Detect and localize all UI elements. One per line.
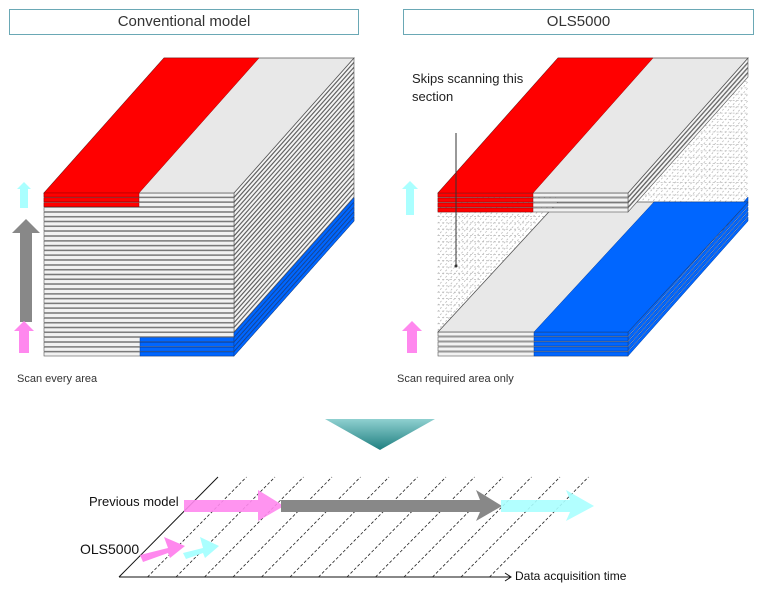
right-red-front-3: [437, 192, 534, 198]
right-blue-front-4: [533, 331, 629, 337]
right-skipped-layer-2: [437, 181, 749, 318]
left-blue-side-4: [233, 197, 355, 338]
right-blue-front-0: [533, 351, 629, 357]
left-layer-front-14: [43, 284, 235, 289]
left-red-front-0: [43, 192, 140, 198]
timeline-dash-5: [261, 476, 361, 578]
right-blue-front-2: [533, 341, 629, 347]
ols5000-layer-stack: [437, 57, 749, 357]
right-skipped-layer-0: [437, 194, 749, 331]
timeline-axis-arrowhead: [504, 572, 512, 582]
conventional-model-title: Conventional model: [9, 9, 359, 35]
prev-cyan-arrow: [501, 490, 594, 521]
down-chevron-arrow: [325, 419, 435, 450]
left-layer-front-22: [43, 245, 235, 251]
left-gray-up-arrow: [12, 219, 40, 322]
timeline-dash-9: [375, 476, 475, 578]
timeline-diagonal-edge: [118, 476, 219, 578]
right-blue-front-1: [533, 346, 629, 352]
conventional-layer-stack: [43, 57, 355, 357]
timeline-dash-4: [232, 476, 333, 578]
left-layer-front-29: [43, 211, 235, 217]
left-pink-up-arrow: [14, 321, 34, 353]
left-layer-front-28: [43, 216, 235, 222]
left-cyan-up-arrow: [17, 182, 31, 208]
left-layer-front-19: [43, 260, 235, 265]
left-layer-front-12: [43, 293, 235, 299]
timeline-dash-1: [147, 476, 247, 578]
right-red-region: [437, 57, 654, 194]
left-blue-side-3: [233, 201, 355, 343]
prev-pink-arrow: [184, 490, 284, 521]
previous-model-label: Previous model: [89, 494, 179, 509]
conventional-caption: Scan every area: [17, 373, 98, 385]
right-skipped-layer-1: [437, 188, 749, 325]
right-pink-up-arrow: [402, 321, 422, 353]
right-cyan-up-arrow: [402, 181, 418, 215]
left-blue-side-0: [233, 216, 355, 357]
ols5000-timeline-label: OLS5000: [80, 541, 140, 557]
left-layer-front-18: [43, 264, 235, 270]
left-layer-front-25: [43, 231, 235, 236]
left-layer-front-26: [43, 226, 235, 232]
ols5000-title: OLS5000: [403, 9, 754, 35]
right-red-front-0: [437, 207, 534, 213]
left-layer-front-13: [43, 289, 235, 294]
left-scan-arrows: [12, 182, 40, 353]
right-blue-front-3: [533, 336, 629, 342]
skip-annotation: Skips scanning this section: [412, 71, 524, 104]
timeline-dash-6: [289, 476, 390, 578]
left-layer-front-7: [43, 317, 235, 323]
timeline-dash-10: [403, 476, 504, 578]
left-layer-front-20: [43, 255, 235, 260]
left-layer-front-8: [43, 313, 235, 318]
timeline-dash-11: [432, 476, 532, 578]
timeline-chart: [118, 476, 594, 582]
right-red-front-1: [437, 202, 534, 208]
time-axis-label: Data acquisition time: [515, 569, 627, 583]
right-red-front-2: [437, 197, 534, 203]
left-blue-front-1: [139, 346, 235, 352]
left-layer-front-16: [43, 274, 235, 280]
left-blue-front-0: [139, 351, 235, 357]
left-layer-front-5: [43, 327, 235, 333]
timeline-dash-8: [346, 476, 447, 578]
ols-pink-arrow: [140, 537, 185, 562]
left-layer-front-15: [43, 279, 235, 285]
timeline-dash-7: [318, 476, 418, 578]
prev-gray-arrow: [281, 490, 502, 521]
left-layer-front-11: [43, 298, 235, 304]
timeline-dashed-lines: [147, 476, 589, 578]
left-layer-front-23: [43, 240, 235, 246]
timeline-dash-3: [204, 476, 304, 578]
right-skipped-layer-4: [437, 169, 749, 306]
right-skipped-layer-3: [437, 175, 749, 312]
timeline-dash-13: [489, 476, 589, 578]
left-layer-front-30: [43, 207, 235, 212]
right-scan-arrows: [402, 181, 422, 353]
left-layer-front-21: [43, 250, 235, 256]
left-layer-front-10: [43, 303, 235, 309]
left-blue-front-2: [139, 342, 235, 347]
left-layer-front-24: [43, 236, 235, 241]
left-layer-front-6: [43, 322, 235, 328]
skip-pointer-dot: [454, 264, 458, 268]
left-red-front-1: [43, 197, 140, 203]
ols5000-caption: Scan required area only: [397, 373, 514, 385]
left-blue-front-3: [139, 337, 235, 342]
left-layer-front-9: [43, 308, 235, 313]
left-red-front-2: [43, 202, 140, 207]
left-layer-front-4: [43, 332, 235, 338]
left-layer-front-27: [43, 221, 235, 227]
right-blue-region: [533, 201, 749, 333]
ols-cyan-arrow: [183, 537, 219, 559]
left-blue-side-1: [233, 211, 355, 352]
left-blue-side-2: [233, 206, 355, 348]
left-layer-front-17: [43, 269, 235, 275]
timeline-dash-12: [460, 476, 561, 578]
